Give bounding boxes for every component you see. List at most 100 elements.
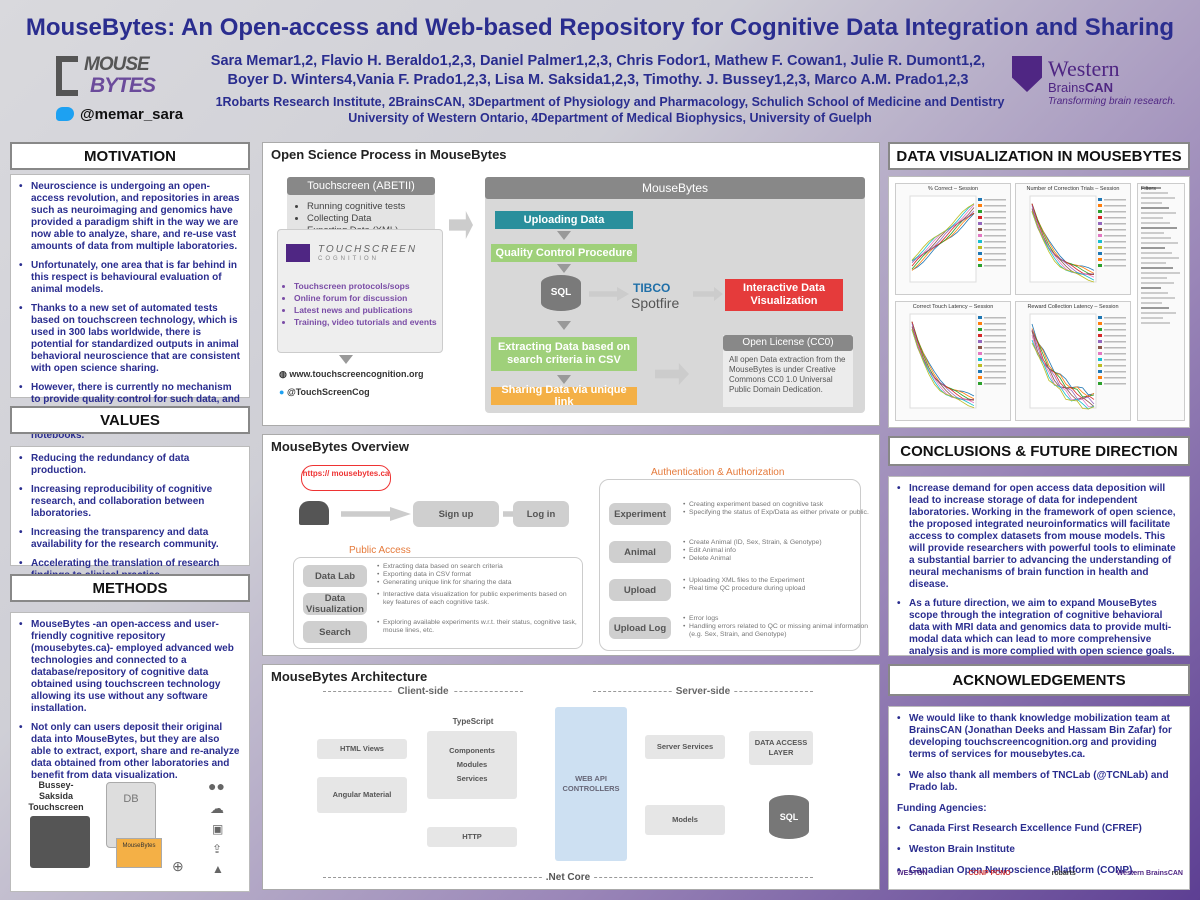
conclusion-item: As a future direction, we aim to expand … bbox=[897, 598, 1181, 658]
funding-item: Canada First Research Excellence Fund (C… bbox=[897, 823, 1181, 835]
filter-row[interactable] bbox=[1141, 192, 1168, 194]
filter-row[interactable] bbox=[1141, 302, 1162, 304]
http-box: HTTP bbox=[427, 827, 517, 847]
overview-step-upload-log: Upload Log bbox=[609, 617, 671, 639]
motivation-heading: MOTIVATION bbox=[10, 142, 250, 170]
filter-row[interactable] bbox=[1141, 237, 1171, 239]
filter-row[interactable] bbox=[1141, 277, 1167, 279]
public-access-label: Public Access bbox=[349, 545, 411, 556]
overview-bullet: Generating unique link for sharing the d… bbox=[377, 579, 577, 587]
legend-swatch bbox=[978, 316, 982, 319]
spotfire-logo: Spotfire bbox=[631, 295, 680, 311]
legend-text-placeholder bbox=[1104, 323, 1126, 325]
legend-text-placeholder bbox=[984, 377, 1006, 379]
filter-row[interactable] bbox=[1141, 202, 1162, 204]
filter-row[interactable] bbox=[1141, 322, 1170, 324]
cloud-icon: ☁ bbox=[210, 800, 224, 816]
filter-row[interactable] bbox=[1141, 312, 1176, 314]
legend-swatch bbox=[1098, 204, 1102, 207]
filter-row[interactable] bbox=[1141, 267, 1173, 269]
legend-swatch bbox=[1098, 364, 1102, 367]
overview-step-experiment: Experiment bbox=[609, 503, 671, 525]
legend-swatch bbox=[978, 258, 982, 261]
motivation-body: Neuroscience is undergoing an open-acces… bbox=[10, 174, 250, 441]
extracting-step: Extracting Data based on search criteria… bbox=[491, 337, 637, 371]
filter-row[interactable] bbox=[1141, 222, 1170, 224]
filter-row[interactable] bbox=[1141, 317, 1163, 319]
legend-text-placeholder bbox=[984, 317, 1006, 319]
signup-step: Sign up bbox=[413, 501, 499, 527]
legend-swatch bbox=[1098, 264, 1102, 267]
twitter-icon bbox=[56, 107, 74, 121]
overview-step-bullets: Creating experiment based on cognitive t… bbox=[683, 501, 883, 517]
motivation-item: Thanks to a new set of automated tests b… bbox=[19, 303, 241, 375]
crest-icon bbox=[1012, 56, 1042, 92]
filter-row[interactable] bbox=[1141, 227, 1177, 229]
legend-text-placeholder bbox=[984, 329, 1006, 331]
authors-line-2: Boyer D. Winters4,Vania F. Prado1,2,3, L… bbox=[227, 72, 969, 88]
touchscreen-header: Touchscreen (ABETII) bbox=[287, 177, 435, 195]
mousebytes-logo: MOUSE BYTES bbox=[56, 54, 178, 98]
funder-logos: WESTON CONP PCNO robarts Western BrainsC… bbox=[897, 863, 1183, 885]
open-science-panel: Open Science Process in MouseBytes Touch… bbox=[262, 142, 880, 426]
filter-row[interactable] bbox=[1141, 232, 1164, 234]
tc-url[interactable]: ◍ www.touchscreencognition.org bbox=[279, 369, 424, 379]
legend-swatch bbox=[978, 240, 982, 243]
funding-item: Canadian Open Neuroscience Platform (CON… bbox=[897, 865, 1181, 877]
filter-row[interactable] bbox=[1141, 247, 1165, 249]
filter-row[interactable] bbox=[1141, 217, 1163, 219]
author-list: Sara Memar1,2, Flavio H. Beraldo1,2,3, D… bbox=[178, 52, 1018, 90]
filter-row[interactable] bbox=[1141, 297, 1175, 299]
values-item: Increasing reproducibility of cognitive … bbox=[19, 484, 241, 520]
ack-item: We would like to thank knowledge mobiliz… bbox=[897, 713, 1181, 761]
legend-text-placeholder bbox=[1104, 199, 1126, 201]
filter-row[interactable] bbox=[1141, 292, 1168, 294]
auth-box bbox=[599, 479, 861, 651]
sql-database-icon: SQL bbox=[541, 275, 581, 311]
legend-text-placeholder bbox=[984, 259, 1006, 261]
filter-row[interactable] bbox=[1141, 257, 1179, 259]
filter-row[interactable] bbox=[1141, 272, 1180, 274]
legend-swatch bbox=[978, 364, 982, 367]
globe-icon: ⊕ bbox=[172, 858, 184, 874]
open-science-title: Open Science Process in MouseBytes bbox=[271, 147, 507, 162]
filter-row[interactable] bbox=[1141, 307, 1169, 309]
typescript-label: TypeScript bbox=[452, 717, 494, 726]
filter-row[interactable] bbox=[1141, 252, 1172, 254]
legend-swatch bbox=[978, 222, 982, 225]
overview-step-upload: Upload bbox=[609, 579, 671, 601]
server-services-box: Server Services bbox=[645, 735, 725, 759]
filter-row[interactable] bbox=[1141, 282, 1174, 284]
values-item: Increasing the transparency and data ava… bbox=[19, 527, 241, 551]
sql-server-icon: SQL bbox=[769, 795, 809, 839]
conp-logo: CONP PCNO bbox=[968, 870, 1011, 877]
tc-twitter[interactable]: ● @TouchScreenCog bbox=[279, 387, 370, 397]
license-box: Open License (CC0) All open Data extract… bbox=[723, 335, 853, 407]
services-label: Services bbox=[456, 774, 488, 783]
legend-text-placeholder bbox=[1104, 259, 1126, 261]
url-cloud[interactable]: https:// mousebytes.ca bbox=[301, 465, 391, 491]
legend-swatch bbox=[1098, 198, 1102, 201]
filter-row[interactable] bbox=[1141, 262, 1166, 264]
netcore-label: .Net Core bbox=[541, 872, 595, 883]
filters-panel[interactable]: Filters bbox=[1137, 183, 1185, 421]
filter-row[interactable] bbox=[1141, 212, 1176, 214]
affiliations-line-2: University of Western Ontario, 4Departme… bbox=[348, 111, 872, 125]
share-icon: ⇪ bbox=[212, 842, 223, 856]
legend-swatch bbox=[1098, 258, 1102, 261]
conclusions-heading: CONCLUSIONS & FUTURE DIRECTION bbox=[888, 436, 1190, 466]
legend-swatch bbox=[1098, 328, 1102, 331]
twitter-handle[interactable]: @memar_sara bbox=[56, 106, 183, 123]
series-line bbox=[1031, 323, 1095, 396]
filter-row[interactable] bbox=[1141, 197, 1175, 199]
legend-text-placeholder bbox=[984, 383, 1006, 385]
legend-text-placeholder bbox=[1104, 241, 1126, 243]
filter-row[interactable] bbox=[1141, 242, 1178, 244]
auth-label: Authentication & Authorization bbox=[651, 467, 785, 478]
chart-reward-latency: Reward Collection Latency – Session bbox=[1015, 301, 1131, 421]
legend-text-placeholder bbox=[1104, 383, 1126, 385]
filter-row[interactable] bbox=[1141, 187, 1161, 189]
filter-row[interactable] bbox=[1141, 287, 1161, 289]
filter-row[interactable] bbox=[1141, 207, 1169, 209]
overview-step-bullets: Extracting data based on search criteria… bbox=[377, 563, 577, 587]
